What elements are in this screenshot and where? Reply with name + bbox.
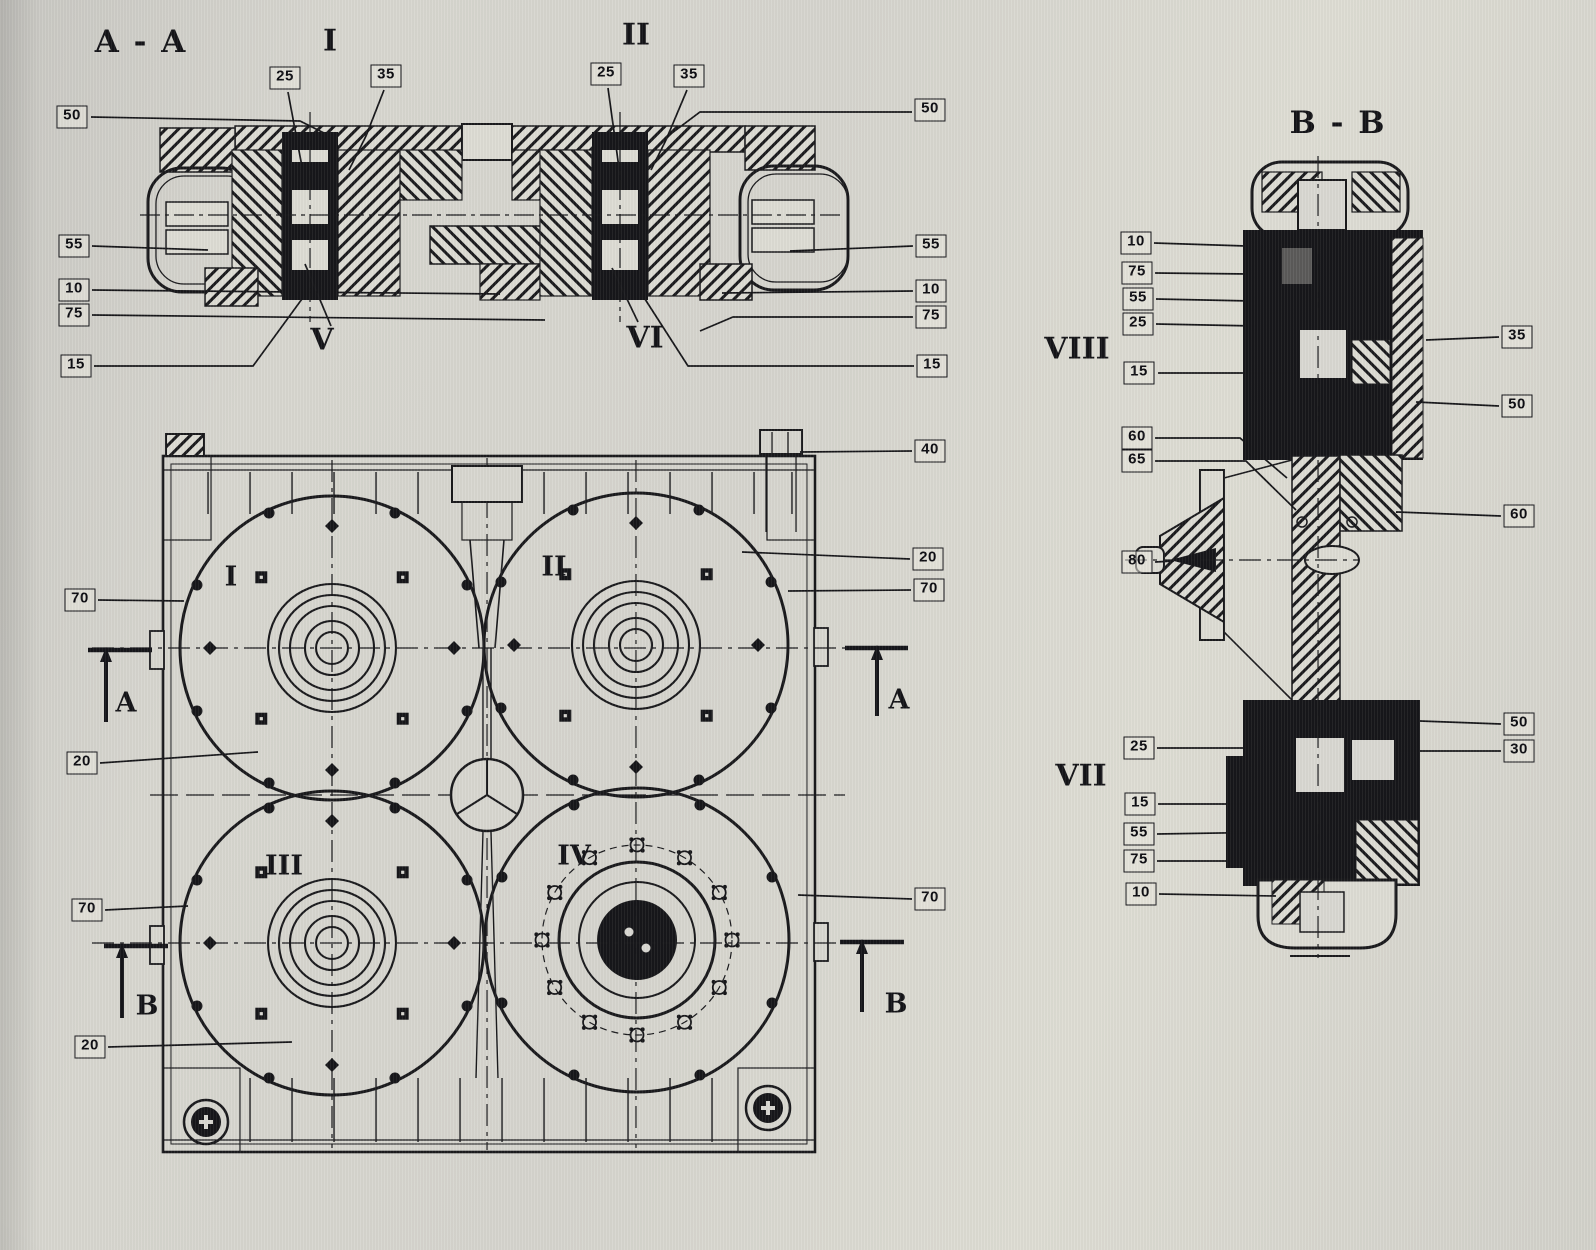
leader-line <box>667 111 912 137</box>
leader-line <box>94 287 311 367</box>
leader-line <box>99 751 259 764</box>
leader-line <box>607 87 620 169</box>
callout-25: 25 <box>269 66 301 90</box>
callout-55: 55 <box>1122 287 1154 311</box>
callout-15: 15 <box>1123 361 1155 385</box>
leader-line <box>797 894 913 900</box>
leader-line <box>789 245 914 252</box>
leader-line <box>90 116 331 137</box>
callout-25: 25 <box>1123 736 1155 760</box>
view-title-B-B: B - B <box>1289 105 1387 141</box>
callout-60: 60 <box>1503 504 1535 528</box>
leader-line <box>97 599 185 602</box>
leader-line <box>642 295 914 367</box>
callout-75: 75 <box>58 303 90 327</box>
part-label-V: V <box>310 322 334 358</box>
callout-75: 75 <box>915 305 947 329</box>
leader-line <box>348 89 385 171</box>
callout-25: 25 <box>1122 312 1154 336</box>
callout-35: 35 <box>673 64 705 88</box>
callout-15: 15 <box>60 354 92 378</box>
leader-line <box>1415 401 1500 407</box>
callout-80: 80 <box>1121 550 1153 574</box>
part-label-B: B <box>884 988 908 1020</box>
leader-line <box>1395 511 1502 517</box>
callout-55: 55 <box>58 234 90 258</box>
part-label-IV: IV <box>557 840 591 872</box>
section-bb-drawing <box>1125 156 1424 958</box>
leader-line <box>650 89 688 171</box>
callout-70: 70 <box>914 887 946 911</box>
leader-line <box>1155 460 1297 511</box>
leader-line <box>91 314 546 321</box>
callout-20: 20 <box>66 751 98 775</box>
plan-view-drawing <box>92 429 900 1154</box>
leader-line <box>787 589 912 592</box>
callout-40: 40 <box>914 439 946 463</box>
leader-line <box>91 245 209 251</box>
callout-25: 25 <box>590 62 622 86</box>
part-label-VIII: VIII <box>1044 331 1110 367</box>
part-label-A: A <box>115 687 137 719</box>
leader-line <box>1425 336 1500 341</box>
part-label-B: B <box>135 990 159 1022</box>
callout-35: 35 <box>1501 325 1533 349</box>
part-label-I: I <box>322 23 338 59</box>
callout-15: 15 <box>916 354 948 378</box>
leader-lines <box>90 87 1502 1048</box>
callout-10: 10 <box>1120 231 1152 255</box>
callout-75: 75 <box>1123 849 1155 873</box>
callout-55: 55 <box>915 234 947 258</box>
callout-50: 50 <box>1501 394 1533 418</box>
leader-line <box>104 905 189 911</box>
callout-10: 10 <box>1125 882 1157 906</box>
callout-75: 75 <box>1121 261 1153 285</box>
leader-line <box>1158 893 1277 897</box>
leader-line <box>721 290 914 294</box>
part-label-VI: VI <box>626 320 664 356</box>
part-label-III: III <box>265 850 303 882</box>
leader-line <box>1155 437 1288 479</box>
leader-line <box>1155 298 1253 302</box>
leader-line <box>1153 242 1247 247</box>
callout-70: 70 <box>71 898 103 922</box>
leader-line <box>699 316 913 332</box>
section-aa-drawing <box>140 112 850 327</box>
callout-20: 20 <box>912 547 944 571</box>
leader-line <box>1419 720 1502 725</box>
callout-10: 10 <box>58 278 90 302</box>
callout-30: 30 <box>1503 739 1535 763</box>
leader-line <box>1156 831 1285 835</box>
leader-line <box>287 91 304 173</box>
leader-line <box>799 450 913 453</box>
callout-10: 10 <box>915 279 947 303</box>
callout-20: 20 <box>74 1035 106 1059</box>
leader-line <box>1155 323 1257 327</box>
leader-line <box>107 1041 293 1048</box>
callout-65: 65 <box>1121 449 1153 473</box>
leader-line <box>1154 272 1251 275</box>
leader-line <box>741 551 911 560</box>
leader-line <box>1154 560 1175 563</box>
callout-35: 35 <box>370 64 402 88</box>
callout-50: 50 <box>56 105 88 129</box>
leader-line <box>91 289 501 295</box>
part-label-A: A <box>888 684 910 716</box>
part-label-II: II <box>541 551 567 583</box>
part-label-VII: VII <box>1055 758 1107 794</box>
section-arrows <box>88 645 908 1018</box>
part-label-II: II <box>621 17 651 53</box>
part-label-I: I <box>224 561 238 593</box>
callout-15: 15 <box>1124 792 1156 816</box>
callout-50: 50 <box>914 98 946 122</box>
view-title-A-A: A - A <box>94 24 188 60</box>
callout-60: 60 <box>1121 426 1153 450</box>
callout-70: 70 <box>913 578 945 602</box>
callout-50: 50 <box>1503 712 1535 736</box>
callout-55: 55 <box>1123 822 1155 846</box>
callout-70: 70 <box>64 588 96 612</box>
